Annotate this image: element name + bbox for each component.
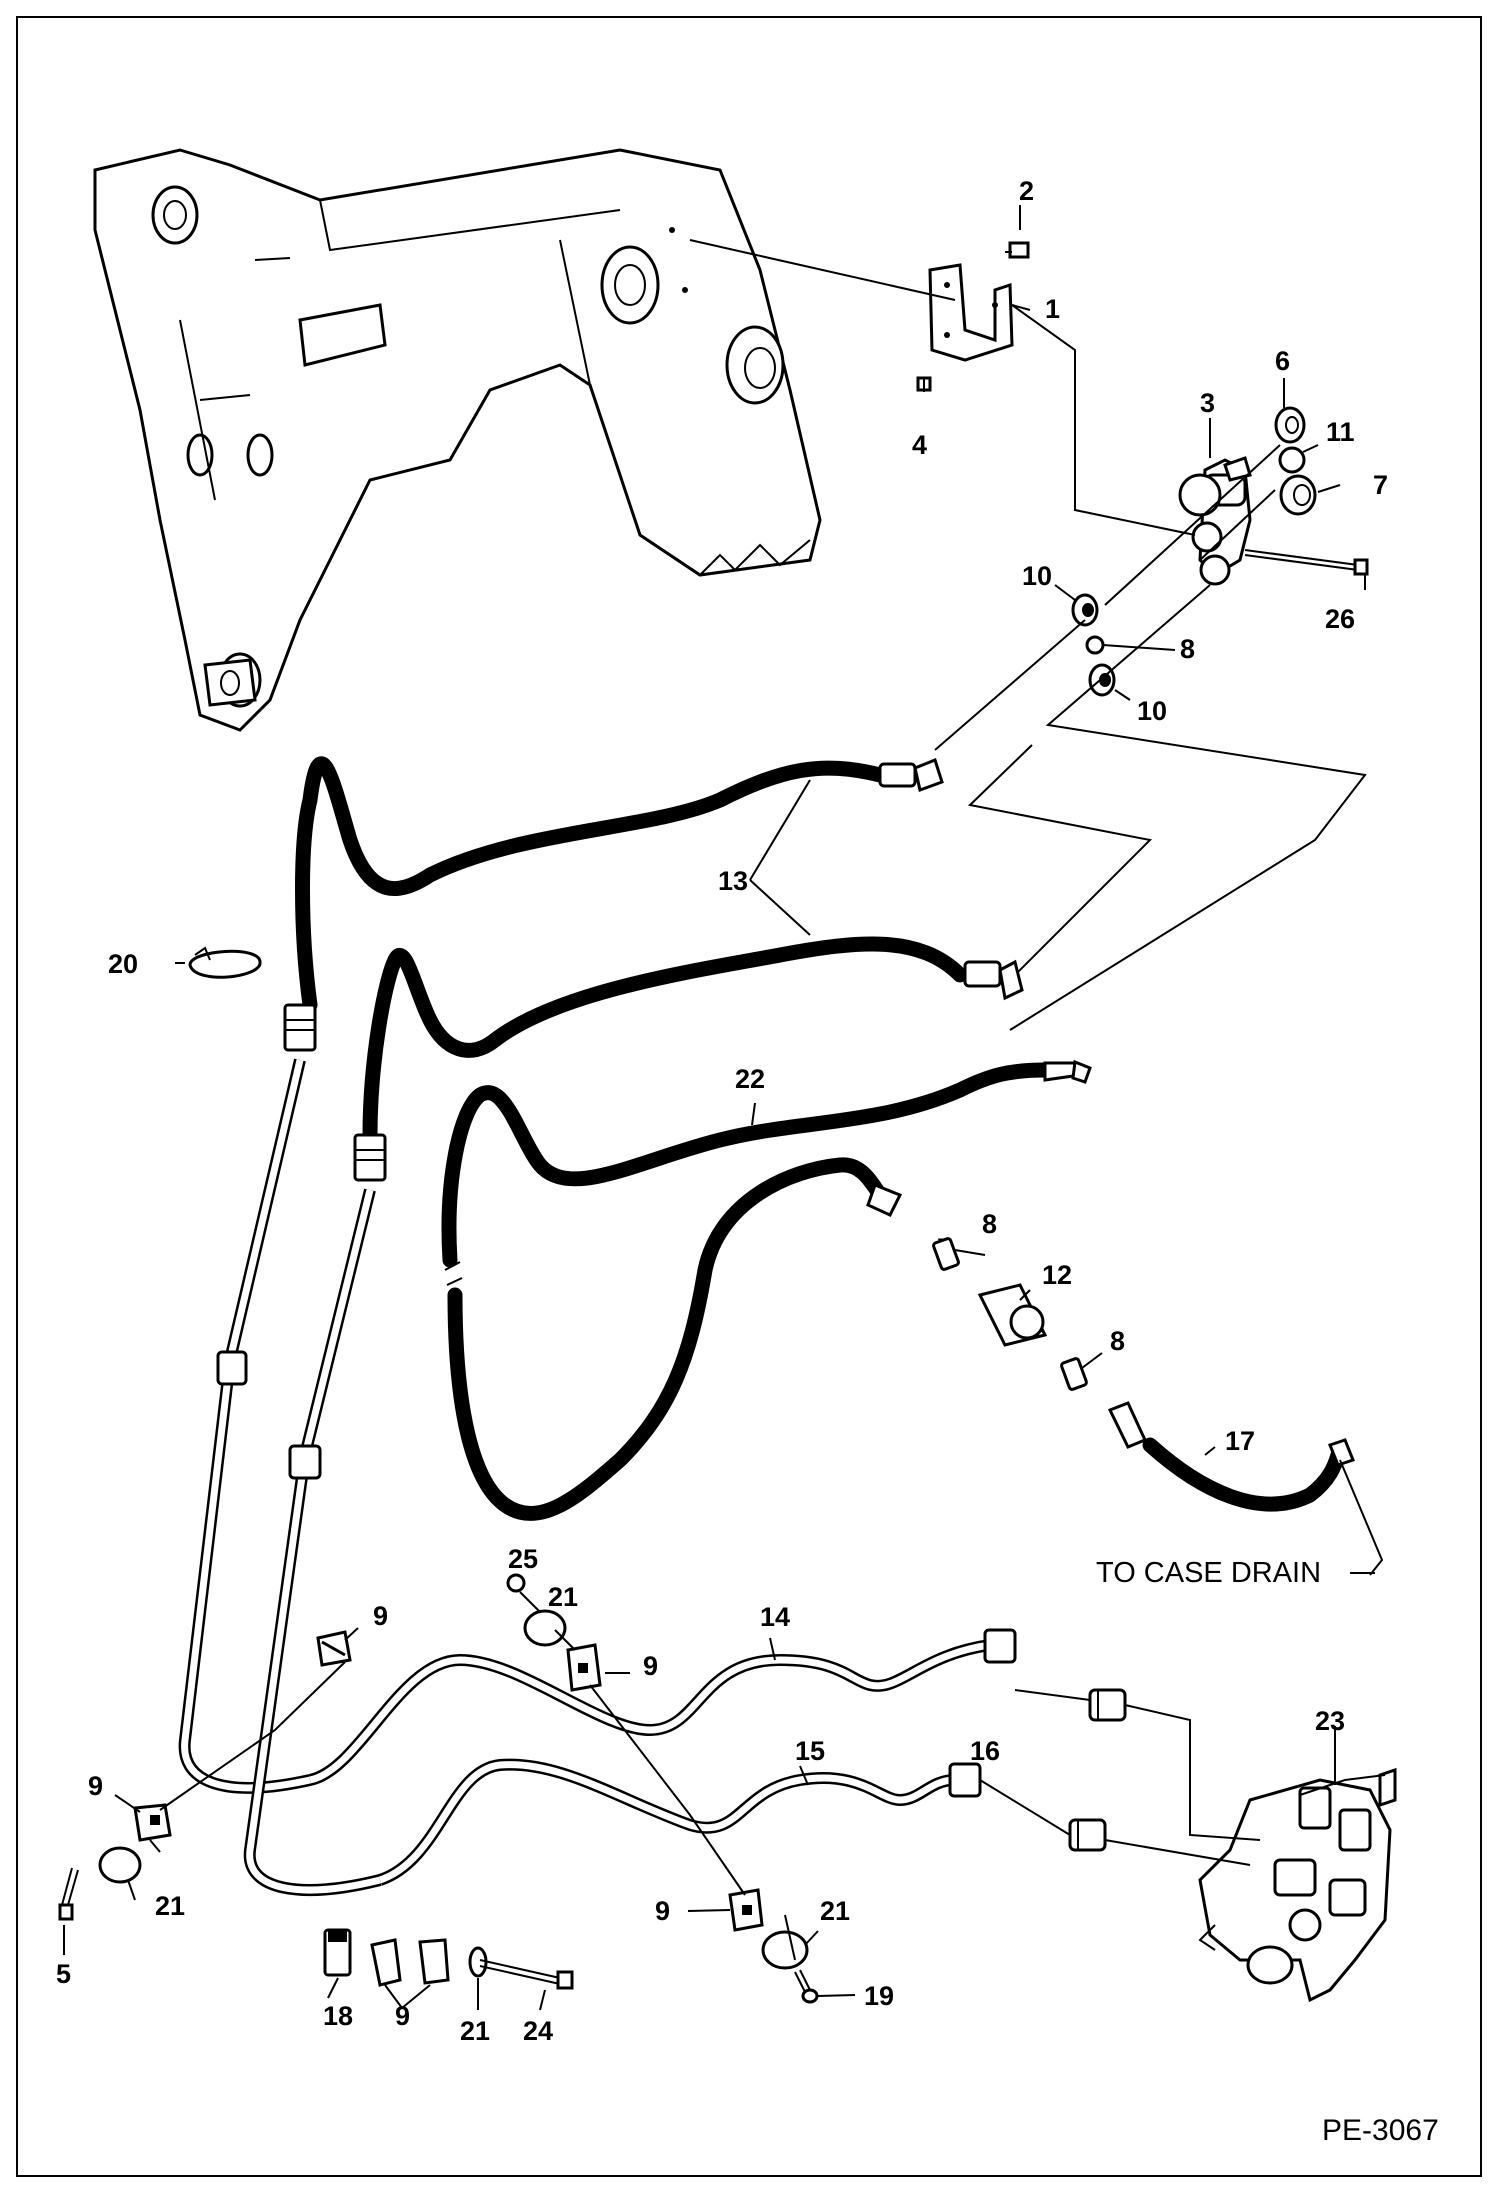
callout-10-lower: 10 — [1137, 696, 1167, 726]
nut-25 — [506, 1573, 526, 1593]
callout-9-pair: 9 — [395, 2001, 410, 2031]
callout-2: 2 — [1019, 176, 1034, 206]
clamp-9-center — [566, 1643, 602, 1692]
fitting-7 — [1279, 474, 1317, 516]
callout-20: 20 — [108, 949, 138, 979]
drawing-frame — [16, 16, 1482, 2177]
callout-14: 14 — [760, 1602, 790, 1632]
block-18 — [323, 1928, 352, 1977]
adapter-16-lower — [1068, 1818, 1107, 1852]
callout-23: 23 — [1315, 1706, 1345, 1736]
hose-13-lower — [362, 936, 1024, 1143]
callout-8-upper: 8 — [1180, 634, 1195, 664]
bolt-19 — [794, 1969, 819, 2004]
bolt-2 — [1005, 241, 1030, 259]
washer-21-left — [98, 1846, 142, 1884]
callout-1: 1 — [1045, 294, 1060, 324]
bolt-24 — [479, 1959, 574, 1990]
fitting-8-upper — [1085, 635, 1105, 655]
callout-24: 24 — [523, 2016, 553, 2046]
callout-5: 5 — [56, 1959, 71, 1989]
lift-arm — [93, 148, 822, 732]
callout-11: 11 — [1326, 417, 1355, 447]
control-valve — [1198, 1767, 1397, 2003]
callout-9-left: 9 — [88, 1771, 103, 1801]
clamp-9-lower-left — [133, 1803, 172, 1842]
to-case-drain-label: TO CASE DRAIN — [1096, 1557, 1321, 1589]
fitting-6 — [1274, 406, 1306, 444]
clamp-9-upper-left — [316, 1630, 352, 1667]
callout-9-lower-center: 9 — [655, 1896, 670, 1926]
fitting-8-lower — [1060, 1357, 1088, 1391]
callout-22: 22 — [735, 1064, 765, 1094]
callout-8-lower: 8 — [1110, 1326, 1125, 1356]
callout-6: 6 — [1275, 346, 1290, 376]
tube-14 — [308, 1628, 1017, 1786]
callout-21-right: 21 — [820, 1896, 850, 1926]
callout-16: 16 — [970, 1736, 1000, 1766]
callout-21-left: 21 — [155, 1891, 185, 1921]
mounting-bracket — [928, 263, 1014, 362]
callout-19: 19 — [864, 1981, 894, 2011]
washer-21-right — [761, 1930, 809, 1970]
callout-9-center: 9 — [643, 1651, 658, 1681]
fitting-10-upper — [1071, 593, 1099, 627]
callout-25: 25 — [508, 1544, 538, 1574]
clamp-9-pair — [370, 1938, 450, 1987]
clamp-9-lower-center — [728, 1888, 764, 1932]
washer-21-bottom — [468, 1946, 488, 1978]
callout-26: 26 — [1325, 604, 1355, 634]
hose-17 — [1107, 1401, 1355, 1512]
valve-block — [1178, 456, 1252, 586]
hose-13-fittings — [283, 1003, 387, 1182]
callout-13: 13 — [718, 866, 748, 896]
drawing-code: PE-3067 — [1322, 2114, 1439, 2147]
tube-left — [178, 1058, 312, 1794]
hose-22 — [441, 1059, 1092, 1521]
callout-17: 17 — [1225, 1426, 1255, 1456]
callout-18: 18 — [323, 2001, 353, 2031]
callout-3: 3 — [1200, 388, 1215, 418]
ring-clamp-20 — [188, 946, 262, 979]
tube-15 — [377, 1758, 982, 1886]
callout-21-bottom: 21 — [460, 2016, 490, 2046]
callout-10-upper: 10 — [1022, 561, 1052, 591]
callout-9-upper: 9 — [373, 1601, 388, 1631]
callout-7: 7 — [1373, 470, 1388, 500]
filter-12 — [977, 1283, 1048, 1347]
callout-21-upper: 21 — [548, 1582, 578, 1612]
hose-13-upper — [295, 756, 944, 1013]
fitting-11 — [1278, 446, 1306, 474]
callout-15: 15 — [795, 1736, 825, 1766]
callout-8-mid: 8 — [982, 1209, 997, 1239]
callout-12: 12 — [1042, 1260, 1072, 1290]
callout-4: 4 — [912, 430, 927, 460]
bolt-5 — [58, 1867, 79, 1921]
adapter-16-upper — [1088, 1688, 1127, 1722]
fitting-10-lower — [1088, 663, 1116, 697]
bolt-26 — [1244, 549, 1369, 576]
washer-21-upper — [523, 1609, 567, 1647]
tube-right — [243, 1188, 382, 1896]
fitting-8-mid — [932, 1237, 960, 1271]
